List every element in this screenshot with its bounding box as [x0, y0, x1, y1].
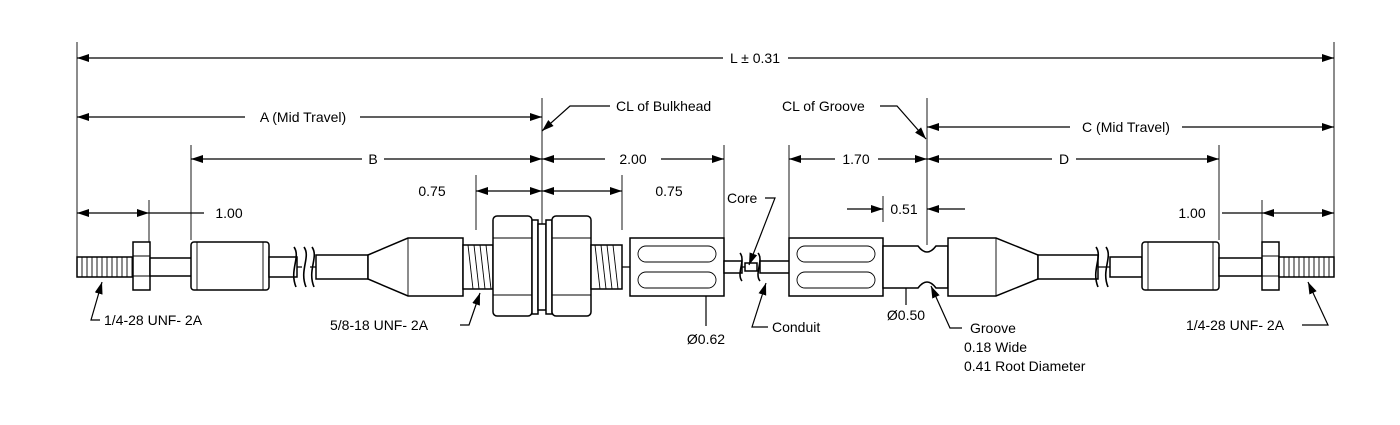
right-thread-label: 1/4-28 UNF- 2A	[1186, 317, 1285, 333]
dim-a-mid-travel: A (Mid Travel)	[77, 109, 542, 125]
groove-root-label: 0.41 Root Diameter	[964, 358, 1086, 374]
grooved-rod	[882, 245, 949, 289]
dim-nut-right: 0.75	[542, 183, 683, 199]
core-wire	[744, 262, 758, 272]
core-break-left	[739, 252, 743, 282]
core-break-right	[757, 252, 761, 282]
extension-lines	[76, 42, 1335, 262]
left-thread-label: 1/4-28 UNF- 2A	[104, 312, 203, 328]
groove-to-ferrule-label: 1.70	[842, 151, 869, 167]
cl-groove-label: CL of Groove	[782, 98, 865, 114]
groove-title-label: Groove	[970, 320, 1016, 336]
bulkhead-thread-left	[462, 244, 494, 290]
left-conduit	[315, 254, 369, 280]
callout-cl-bulkhead: CL of Bulkhead	[541, 98, 711, 132]
right-rod-end	[1141, 241, 1220, 291]
left-break-symbol-2	[310, 246, 316, 288]
callout-core: Core	[727, 190, 776, 266]
dim-overall-length: L ± 0.31	[77, 50, 1334, 66]
left-rod-end	[190, 241, 270, 291]
dim-d: D	[927, 151, 1219, 167]
dim-groove-to-ferrule: 1.70	[789, 151, 927, 167]
bulkhead-washers	[531, 219, 553, 315]
left-core-stub	[723, 260, 743, 274]
left-sleeve	[268, 256, 298, 278]
left-slotted-ferrule	[629, 237, 725, 297]
right-shaft	[1218, 257, 1263, 277]
right-jam-nut	[1261, 241, 1280, 291]
callout-conduit: Conduit	[751, 282, 820, 335]
dim-nut-left: 0.75	[418, 183, 542, 199]
bulkhead-nut-left	[492, 215, 533, 317]
dim-c-mid-travel: C (Mid Travel)	[927, 119, 1334, 135]
b-label: B	[368, 151, 377, 167]
left-shaft	[149, 257, 193, 277]
a-mid-travel-label: A (Mid Travel)	[260, 109, 346, 125]
left-threaded-rod	[76, 256, 138, 278]
nut-right-label: 0.75	[655, 183, 682, 199]
right-ferrule	[947, 237, 1039, 297]
conduit-label: Conduit	[772, 319, 820, 335]
callout-bulkhead-thread: 5/8-18 UNF- 2A	[330, 292, 481, 333]
right-sleeve	[1109, 256, 1143, 278]
core-label: Core	[727, 190, 758, 206]
right-core-stub	[759, 260, 791, 274]
callout-left-thread: 1/4-28 UNF- 2A	[90, 281, 203, 328]
left-break-symbol	[292, 246, 308, 288]
right-threaded-rod	[1278, 256, 1335, 278]
nut-left-label: 0.75	[418, 183, 445, 199]
c-mid-travel-label: C (Mid Travel)	[1082, 119, 1170, 135]
bulkhead-thread-right	[590, 244, 623, 290]
dim-left-end-length: 1.00	[77, 205, 243, 221]
right-break-symbol	[1094, 246, 1110, 288]
callout-cl-groove: CL of Groove	[782, 98, 927, 140]
right-end-length-label: 1.00	[1178, 205, 1205, 221]
right-conduit	[1037, 254, 1099, 280]
cl-bulkhead-label: CL of Bulkhead	[616, 98, 711, 114]
left-end-length-label: 1.00	[215, 205, 242, 221]
left-ferrule	[367, 237, 464, 297]
d-label: D	[1059, 151, 1069, 167]
right-slotted-ferrule	[788, 237, 884, 297]
bulkhead-nut-right	[551, 215, 592, 317]
groove-width-label: 0.18 Wide	[964, 339, 1027, 355]
overall-length-label: L ± 0.31	[730, 50, 780, 66]
left-jam-nut	[132, 241, 151, 291]
dim-bulkhead-to-ferrule: 2.00	[542, 151, 724, 167]
dim-b: B	[191, 151, 542, 167]
callout-groove: Groove 0.18 Wide 0.41 Root Diameter	[930, 285, 1086, 374]
dim-groove-offset: 0.51	[847, 201, 965, 217]
callout-right-thread: 1/4-28 UNF- 2A	[1186, 281, 1329, 333]
bulkhead-to-ferrule-label: 2.00	[619, 151, 646, 167]
groove-offset-label: 0.51	[890, 201, 917, 217]
rod-diameter-label: Ø0.50	[887, 307, 925, 323]
bulkhead-thread-label: 5/8-18 UNF- 2A	[330, 317, 429, 333]
dim-right-end-length: 1.00	[1178, 205, 1334, 221]
ferrule-diameter-label: Ø0.62	[687, 331, 725, 347]
